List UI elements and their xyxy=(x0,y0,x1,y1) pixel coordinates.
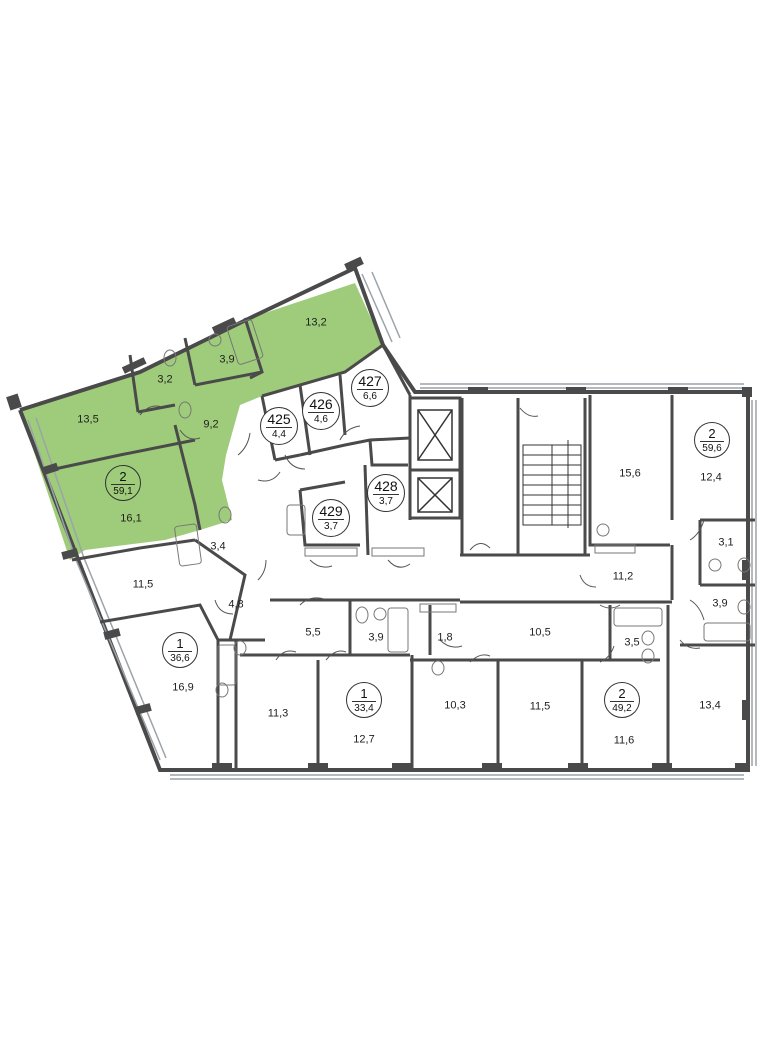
room-area-label: 4,8 xyxy=(228,598,244,611)
badge-divider xyxy=(266,427,292,428)
room-area-label: 15,6 xyxy=(619,467,641,480)
room-area-label: 11,2 xyxy=(612,570,634,583)
storage-badge[interactable]: 425 4,4 xyxy=(260,407,298,445)
badge-divider xyxy=(318,519,344,520)
toilet-icon xyxy=(233,640,247,656)
bathtub-icon xyxy=(703,622,751,642)
toilet-icon xyxy=(737,557,751,573)
room-area-label: 11,3 xyxy=(267,707,289,720)
room-area-label: 11,5 xyxy=(132,578,154,591)
storage-area: 6,6 xyxy=(363,391,377,402)
apartment-badge[interactable]: 1 33,4 xyxy=(346,682,382,718)
badge-divider xyxy=(700,440,724,442)
toilet-icon xyxy=(163,349,177,367)
storage-badge[interactable]: 426 4,6 xyxy=(302,392,340,430)
room-area-label: 3,9 xyxy=(219,353,235,366)
storage-area: 4,4 xyxy=(272,429,286,440)
apartment-area: 59,1 xyxy=(113,485,133,497)
storage-number: 427 xyxy=(358,373,382,389)
toilet-icon xyxy=(641,648,655,664)
bathtub-icon xyxy=(226,319,264,365)
room-area-label: 16,1 xyxy=(120,512,142,525)
room-area-label: 5,5 xyxy=(305,626,321,639)
toilet-icon xyxy=(218,506,232,524)
storage-number: 428 xyxy=(374,478,398,494)
sink-icon xyxy=(708,558,722,572)
apartment-rooms: 1 xyxy=(360,685,368,701)
room-area-label: 3,1 xyxy=(718,536,734,549)
toilet-icon xyxy=(215,682,229,698)
apartment-badge[interactable]: 2 59,1 xyxy=(105,465,141,501)
apartment-area: 36,6 xyxy=(170,652,190,664)
elevator-icon xyxy=(417,409,453,513)
storage-badge[interactable]: 427 6,6 xyxy=(351,369,389,407)
room-area-label: 3,5 xyxy=(624,636,640,649)
room-area-label: 3,2 xyxy=(157,373,173,386)
room-area-label: 13,2 xyxy=(305,316,327,329)
room-area-label: 12,4 xyxy=(700,471,722,484)
apartment-area: 59,6 xyxy=(702,442,722,454)
badge-divider xyxy=(352,700,376,702)
apartment-rooms: 2 xyxy=(119,468,127,484)
room-area-label: 16,9 xyxy=(172,681,194,694)
interior-walls xyxy=(49,317,755,770)
apartment-area: 33,4 xyxy=(354,702,374,714)
apartment-area: 49,2 xyxy=(612,702,632,714)
toilet-icon xyxy=(641,630,655,646)
badge-divider xyxy=(373,494,399,495)
stairs-icon xyxy=(522,440,582,528)
toilet-icon xyxy=(355,606,369,624)
room-area-label: 1,8 xyxy=(437,631,453,644)
room-area-label: 10,5 xyxy=(529,626,551,639)
room-area-label: 3,9 xyxy=(712,597,728,610)
bathtub-icon xyxy=(286,504,306,536)
badge-divider xyxy=(308,412,334,413)
bathtub-icon xyxy=(217,644,237,686)
toilet-icon xyxy=(431,660,445,676)
storage-area: 4,6 xyxy=(314,414,328,425)
toilet-icon xyxy=(178,401,192,419)
room-area-label: 9,2 xyxy=(203,418,219,431)
storage-badge[interactable]: 429 3,7 xyxy=(312,499,350,537)
sink-icon xyxy=(373,607,387,621)
toilet-icon xyxy=(737,599,751,615)
bathtub-icon xyxy=(174,523,202,567)
storage-number: 426 xyxy=(309,396,333,412)
sink-icon xyxy=(208,333,222,347)
bathtub-icon xyxy=(387,607,409,653)
storage-number: 425 xyxy=(267,411,291,427)
sink-icon xyxy=(596,523,610,537)
storage-badge[interactable]: 428 3,7 xyxy=(367,474,405,512)
room-area-label: 11,6 xyxy=(613,734,635,747)
room-area-label: 11,5 xyxy=(529,700,551,713)
apartment-badge[interactable]: 1 36,6 xyxy=(162,632,198,668)
apartment-badge[interactable]: 2 59,6 xyxy=(694,422,730,458)
storage-area: 3,7 xyxy=(324,521,338,532)
room-area-label: 3,4 xyxy=(210,540,226,553)
room-area-label: 10,3 xyxy=(444,699,466,712)
bathtub-icon xyxy=(613,607,663,627)
badge-divider xyxy=(357,389,383,390)
storage-area: 3,7 xyxy=(379,496,393,507)
apartment-rooms: 2 xyxy=(708,425,716,441)
badge-divider xyxy=(168,650,192,652)
door-icon xyxy=(139,405,705,663)
apartment-rooms: 1 xyxy=(176,635,184,651)
fixtures xyxy=(163,319,751,698)
apartment-badge[interactable]: 2 49,2 xyxy=(604,682,640,718)
room-area-label: 3,9 xyxy=(368,631,384,644)
room-area-label: 12,7 xyxy=(353,733,375,746)
badge-divider xyxy=(610,700,634,702)
room-area-label: 13,4 xyxy=(699,699,721,712)
storage-number: 429 xyxy=(319,503,343,519)
apartment-rooms: 2 xyxy=(618,685,626,701)
room-area-label: 13,5 xyxy=(77,413,99,426)
badge-divider xyxy=(111,483,135,485)
